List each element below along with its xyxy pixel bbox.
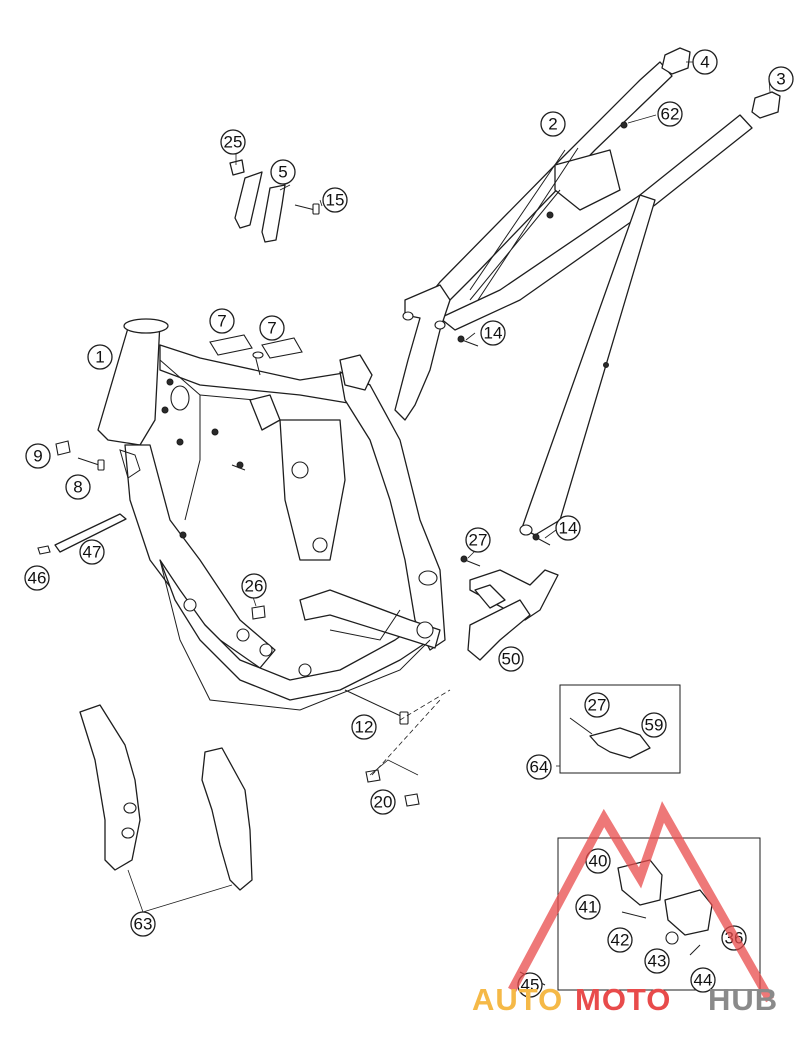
screws-subframe bbox=[457, 335, 551, 546]
callout-2: 2 bbox=[540, 111, 566, 137]
callout-44: 44 bbox=[690, 967, 716, 993]
svg-text:64: 64 bbox=[530, 758, 549, 777]
svg-text:44: 44 bbox=[694, 971, 713, 990]
svg-text:27: 27 bbox=[588, 696, 607, 715]
svg-text:1: 1 bbox=[95, 348, 104, 367]
frame-protectors bbox=[79, 704, 253, 913]
callout-50: 50 bbox=[498, 646, 524, 672]
brackets bbox=[229, 159, 320, 243]
stickers bbox=[209, 334, 303, 359]
callout-7b: 7 bbox=[259, 315, 285, 341]
callout-59: 59 bbox=[641, 712, 667, 738]
svg-text:50: 50 bbox=[502, 650, 521, 669]
watermark-text-auto: AUTO bbox=[472, 982, 563, 1017]
hardware-left bbox=[37, 440, 127, 555]
callout-27a: 27 bbox=[465, 527, 491, 553]
svg-text:7: 7 bbox=[217, 312, 226, 331]
svg-text:45: 45 bbox=[521, 976, 540, 995]
svg-text:12: 12 bbox=[355, 718, 374, 737]
callout-4: 4 bbox=[692, 49, 718, 75]
callout-7a: 7 bbox=[209, 308, 235, 334]
svg-text:14: 14 bbox=[484, 324, 503, 343]
callout-26: 26 bbox=[241, 573, 267, 599]
callout-14a: 14 bbox=[480, 320, 506, 346]
svg-text:43: 43 bbox=[648, 952, 667, 971]
svg-text:5: 5 bbox=[278, 163, 287, 182]
svg-text:20: 20 bbox=[374, 793, 393, 812]
callout-1: 1 bbox=[87, 344, 113, 370]
svg-text:9: 9 bbox=[33, 447, 42, 466]
main-frame bbox=[97, 318, 446, 711]
svg-text:3: 3 bbox=[776, 70, 785, 89]
svg-text:42: 42 bbox=[611, 931, 630, 950]
svg-text:14: 14 bbox=[559, 519, 578, 538]
svg-text:59: 59 bbox=[645, 716, 664, 735]
callout-62: 62 bbox=[657, 101, 683, 127]
callout-15: 15 bbox=[322, 187, 348, 213]
callout-12: 12 bbox=[351, 714, 377, 740]
svg-text:40: 40 bbox=[589, 852, 608, 871]
svg-text:62: 62 bbox=[661, 105, 680, 124]
svg-text:47: 47 bbox=[83, 543, 102, 562]
svg-text:8: 8 bbox=[73, 478, 82, 497]
callout-47: 47 bbox=[79, 539, 105, 565]
svg-text:63: 63 bbox=[134, 915, 153, 934]
watermark-text-moto: MOTO bbox=[575, 982, 671, 1017]
svg-text:7: 7 bbox=[267, 319, 276, 338]
hardware-middle bbox=[251, 605, 451, 807]
callout-9: 9 bbox=[25, 443, 51, 469]
callout-63: 63 bbox=[130, 911, 156, 937]
callout-20: 20 bbox=[370, 789, 396, 815]
callout-25: 25 bbox=[220, 129, 246, 155]
svg-text:41: 41 bbox=[579, 898, 598, 917]
chain-guide bbox=[460, 555, 559, 661]
callout-14b: 14 bbox=[555, 515, 581, 541]
svg-text:2: 2 bbox=[548, 115, 557, 134]
svg-text:15: 15 bbox=[326, 191, 345, 210]
watermark-text-hub: HUB bbox=[708, 982, 778, 1017]
callout-64: 64 bbox=[526, 754, 552, 780]
callout-45: 45 bbox=[517, 972, 543, 998]
callout-41: 41 bbox=[575, 894, 601, 920]
callout-43: 43 bbox=[644, 948, 670, 974]
callout-27b: 27 bbox=[584, 692, 610, 718]
end-caps bbox=[661, 47, 781, 119]
svg-text:4: 4 bbox=[700, 53, 709, 72]
callout-5: 5 bbox=[270, 159, 296, 185]
svg-text:46: 46 bbox=[28, 569, 47, 588]
svg-text:25: 25 bbox=[224, 133, 243, 152]
callout-42: 42 bbox=[607, 927, 633, 953]
inset-box-64 bbox=[556, 684, 681, 774]
callout-46: 46 bbox=[24, 565, 50, 591]
watermark-logo: AUTO MOTO HUB bbox=[472, 801, 778, 1017]
svg-text:27: 27 bbox=[469, 531, 488, 550]
svg-text:26: 26 bbox=[245, 577, 264, 596]
callout-3: 3 bbox=[768, 66, 794, 92]
callout-8: 8 bbox=[65, 474, 91, 500]
subframe bbox=[394, 61, 753, 536]
